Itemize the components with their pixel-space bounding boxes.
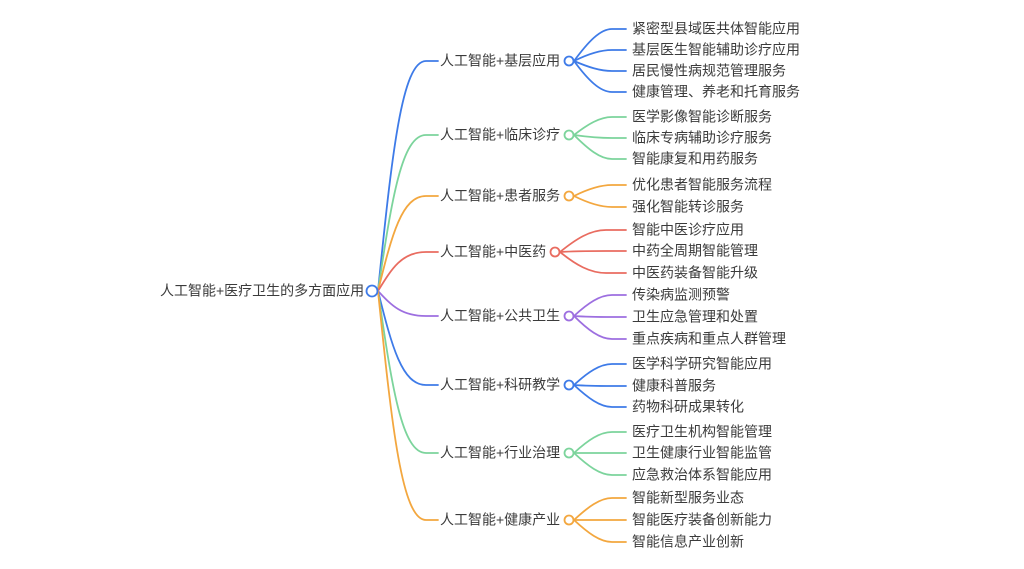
leaf-node[interactable]: 优化患者智能服务流程 bbox=[632, 176, 772, 193]
leaf-node[interactable]: 卫生应急管理和处置 bbox=[632, 308, 758, 325]
branch-node-linchuang[interactable]: 人工智能+临床诊疗 bbox=[440, 126, 561, 143]
branch-curve bbox=[377, 290, 439, 454]
leaf-curve bbox=[573, 363, 627, 386]
leaf-node[interactable]: 中药全周期智能管理 bbox=[632, 242, 758, 259]
leaf-curve bbox=[573, 452, 627, 476]
leaf-curve bbox=[559, 251, 627, 274]
leaf-node[interactable]: 药物科研成果转化 bbox=[632, 398, 744, 415]
leaf-node[interactable]: 基层医生智能辅助诊疗应用 bbox=[632, 41, 800, 58]
leaf-curve bbox=[573, 184, 627, 197]
leaf-curve bbox=[573, 384, 627, 387]
root-node[interactable]: 人工智能+医疗卫生的多方面应用 bbox=[160, 282, 365, 299]
branch-node-dot[interactable] bbox=[563, 514, 575, 526]
leaf-curve bbox=[573, 134, 627, 139]
leaf-node[interactable]: 医疗卫生机构智能管理 bbox=[632, 423, 772, 440]
branch-node-jiankang[interactable]: 人工智能+健康产业 bbox=[440, 511, 561, 528]
leaf-node[interactable]: 重点疾病和重点人群管理 bbox=[632, 330, 786, 347]
branch-node-dot[interactable] bbox=[563, 129, 575, 141]
leaf-node[interactable]: 智能康复和用药服务 bbox=[632, 150, 758, 167]
branch-node-dot[interactable] bbox=[563, 55, 575, 67]
branch-curve bbox=[377, 134, 439, 292]
leaf-curve bbox=[573, 294, 627, 317]
branch-node-dot[interactable] bbox=[549, 246, 561, 258]
leaf-curve bbox=[573, 384, 627, 408]
branch-node-zhongyiyao[interactable]: 人工智能+中医药 bbox=[440, 243, 547, 260]
branch-node-keyan[interactable]: 人工智能+科研教学 bbox=[440, 376, 561, 393]
leaf-node[interactable]: 临床专病辅助诊疗服务 bbox=[632, 129, 772, 146]
leaf-node[interactable]: 智能信息产业创新 bbox=[632, 533, 744, 550]
branch-node-dot[interactable] bbox=[563, 379, 575, 391]
leaf-curve bbox=[573, 497, 627, 521]
branch-curve bbox=[377, 60, 439, 292]
leaf-node[interactable]: 智能新型服务业态 bbox=[632, 489, 744, 506]
leaf-node[interactable]: 健康管理、养老和托育服务 bbox=[632, 83, 800, 100]
leaf-curve bbox=[559, 229, 627, 253]
leaf-node[interactable]: 中医药装备智能升级 bbox=[632, 264, 758, 281]
branch-node-huanzhe[interactable]: 人工智能+患者服务 bbox=[440, 187, 561, 204]
leaf-node[interactable]: 智能医疗装备创新能力 bbox=[632, 511, 772, 528]
leaf-curve bbox=[573, 315, 627, 340]
leaf-node[interactable]: 卫生健康行业智能监管 bbox=[632, 444, 772, 461]
leaf-curve bbox=[573, 60, 627, 72]
branch-node-dot[interactable] bbox=[563, 447, 575, 459]
branch-node-jiceng[interactable]: 人工智能+基层应用 bbox=[440, 52, 561, 69]
leaf-curve bbox=[573, 195, 627, 208]
leaf-node[interactable]: 应急救治体系智能应用 bbox=[632, 466, 772, 483]
branch-curve bbox=[377, 195, 439, 292]
leaf-node[interactable]: 医学影像智能诊断服务 bbox=[632, 108, 772, 125]
leaf-curve bbox=[559, 250, 627, 253]
branch-node-dot[interactable] bbox=[563, 310, 575, 322]
leaf-curve bbox=[573, 60, 627, 93]
leaf-curve bbox=[573, 134, 627, 160]
leaf-curve bbox=[573, 519, 627, 543]
leaf-curve bbox=[573, 49, 627, 62]
branch-node-dot[interactable] bbox=[563, 190, 575, 202]
branch-curve bbox=[377, 290, 439, 317]
leaf-node[interactable]: 紧密型县域医共体智能应用 bbox=[632, 20, 800, 37]
branch-node-gonggong[interactable]: 人工智能+公共卫生 bbox=[440, 307, 561, 324]
leaf-node[interactable]: 健康科普服务 bbox=[632, 377, 716, 394]
branch-curve bbox=[377, 290, 439, 521]
leaf-curve bbox=[573, 116, 627, 136]
leaf-node[interactable]: 强化智能转诊服务 bbox=[632, 198, 744, 215]
leaf-node[interactable]: 居民慢性病规范管理服务 bbox=[632, 62, 786, 79]
leaf-curve bbox=[573, 28, 627, 62]
branch-curve bbox=[377, 251, 439, 292]
leaf-curve bbox=[573, 431, 627, 454]
leaf-node[interactable]: 医学科学研究智能应用 bbox=[632, 355, 772, 372]
leaf-node[interactable]: 智能中医诊疗应用 bbox=[632, 221, 744, 238]
leaf-node[interactable]: 传染病监测预警 bbox=[632, 286, 730, 303]
root-node-dot[interactable] bbox=[365, 284, 379, 298]
branch-curve bbox=[377, 290, 439, 386]
branch-node-hangye[interactable]: 人工智能+行业治理 bbox=[440, 444, 561, 461]
leaf-curve bbox=[573, 315, 627, 318]
